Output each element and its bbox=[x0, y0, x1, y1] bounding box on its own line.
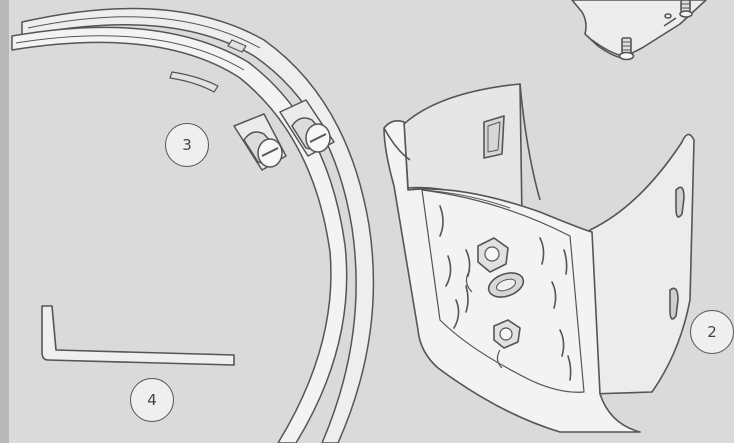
callout-hex-key: 4 bbox=[130, 378, 174, 422]
side-stripe bbox=[0, 0, 9, 443]
mounting-bracket-icon bbox=[384, 84, 694, 432]
hex-key-icon bbox=[42, 306, 234, 365]
camera-housing-icon bbox=[572, 0, 706, 60]
callout-bracket: 2 bbox=[690, 310, 734, 354]
hose-clamp-icon bbox=[12, 9, 373, 443]
callout-clamps: 3 bbox=[165, 123, 209, 167]
